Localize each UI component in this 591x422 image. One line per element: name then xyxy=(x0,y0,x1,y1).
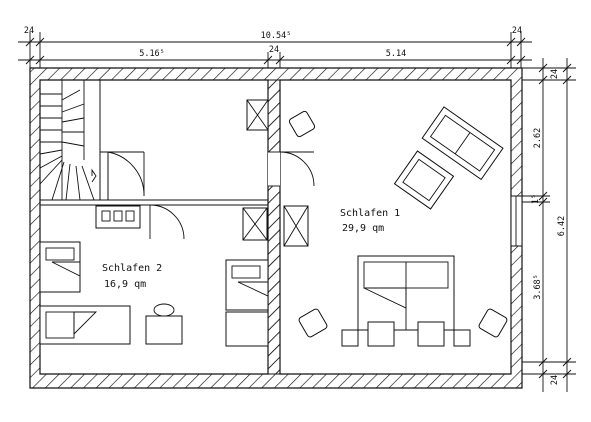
right-dimension-chain: 24 2.62 1⁵ 6.42 3.68⁵ 24 xyxy=(522,58,576,392)
dim-right-lower: 3.68⁵ xyxy=(533,274,543,300)
cabinet-schlafen-2 xyxy=(225,311,269,347)
bed-schlafen-2-left xyxy=(39,241,81,293)
nightstand-right xyxy=(453,329,471,347)
window-right-wall xyxy=(510,195,523,247)
hall-walls xyxy=(40,151,268,206)
chimney-duct-middle-left xyxy=(242,207,268,241)
dim-right-bottom-wall: 24 xyxy=(550,375,560,385)
nightstand-left xyxy=(341,329,359,347)
dim-right-total: 6.42 xyxy=(557,216,567,236)
bed-footboard-right xyxy=(417,321,445,347)
dim-top-right-wall: 24 xyxy=(512,26,522,36)
desk-schlafen-2 xyxy=(145,303,183,345)
room-schlafen-2-name: Schlafen 2 xyxy=(102,263,162,274)
chimney-duct-upper xyxy=(246,99,269,131)
dim-top-total: 10.54⁵ xyxy=(261,31,292,41)
dim-right-top-wall: 24 xyxy=(550,69,560,79)
dim-right-middle: 1⁵ xyxy=(531,194,541,204)
chimney-duct-middle-right xyxy=(283,205,309,247)
chair-schlafen-1-left xyxy=(298,308,328,338)
door-schlafen-2 xyxy=(149,204,185,240)
top-dimension-chain: 24 10.54⁵ 24 5.16⁵ 24 5.14 xyxy=(18,26,532,68)
dim-mid-wall: 24 xyxy=(269,45,279,55)
bed-footboard-left xyxy=(367,321,395,347)
wardrobe-schlafen-2 xyxy=(95,205,141,229)
room-schlafen-1-area: 29,9 qm xyxy=(342,223,384,234)
dim-mid-left: 5.16⁵ xyxy=(139,49,165,59)
door-schlafen-1 xyxy=(279,151,315,187)
sofa-schlafen-1 xyxy=(421,106,504,181)
room-schlafen-2-area: 16,9 qm xyxy=(104,279,146,290)
dim-top-left-wall: 24 xyxy=(24,26,34,36)
dim-mid-right: 5.14 xyxy=(386,49,406,59)
chair-schlafen-1-right xyxy=(478,308,508,338)
interior-wall xyxy=(267,79,281,375)
room-schlafen-1-name: Schlafen 1 xyxy=(340,208,400,219)
staircase xyxy=(39,79,101,201)
chair-schlafen-1-upper xyxy=(288,110,316,138)
bed-schlafen-2-bottom xyxy=(39,305,131,345)
double-bed-schlafen-1 xyxy=(357,255,455,331)
armchair-schlafen-1 xyxy=(393,150,455,210)
bed-schlafen-2-right xyxy=(225,259,269,311)
dim-right-upper: 2.62 xyxy=(533,128,543,148)
